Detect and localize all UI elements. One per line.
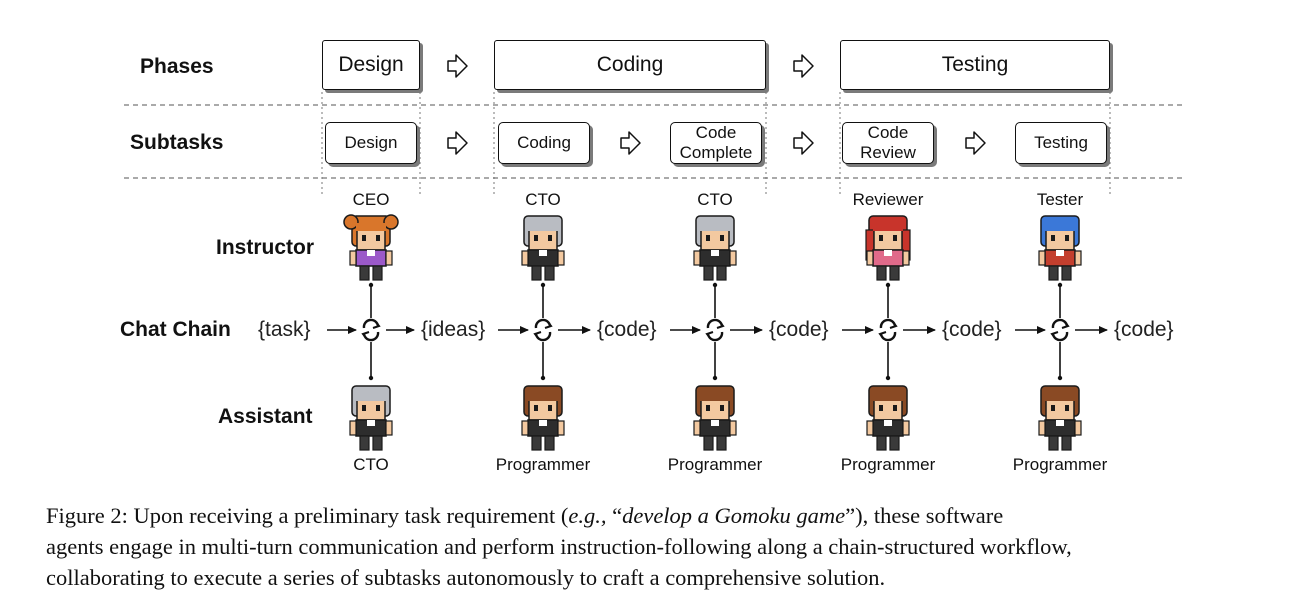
instructor-role-cto: CTO: [697, 190, 733, 209]
chain-token-code: {code}: [769, 318, 829, 341]
subtask-label-line2: Review: [860, 143, 916, 162]
chain-token-code: {code}: [1114, 318, 1174, 341]
chain-token-task: {task}: [258, 318, 311, 341]
outlined-right-arrow-icon: [447, 131, 468, 155]
caption-line-1: Figure 2: Upon receiving a preliminary t…: [46, 503, 1004, 528]
subtask-box-testing: Testing: [1015, 122, 1107, 164]
chat-loop-icon: [1050, 318, 1070, 342]
chat-loop-icon: [878, 318, 898, 342]
assistant-role-programmer: Programmer: [1012, 455, 1108, 474]
subtask-label: Testing: [1034, 133, 1088, 152]
figure-caption: Figure 2: Upon receiving a preliminary t…: [46, 500, 1258, 593]
assistant-programmer-icon: [866, 385, 910, 451]
assistant-programmer-icon: [521, 385, 565, 451]
connector-dot: [1057, 375, 1063, 381]
outlined-right-arrow-icon: [447, 54, 468, 78]
phase-label: Design: [338, 53, 404, 76]
instructor-role-reviewer: Reviewer: [852, 190, 924, 209]
assistant-role-programmer: Programmer: [667, 455, 763, 474]
connector-dot: [885, 375, 891, 381]
subtasks-row-label: Subtasks: [130, 131, 224, 154]
chain-token-ideas: {ideas}: [421, 318, 486, 341]
connector-dot: [368, 282, 374, 288]
phase-label: Testing: [941, 53, 1009, 76]
instructor-cto-icon: [693, 215, 737, 281]
instructor-row-label: Instructor: [216, 236, 315, 259]
instructor-reviewer-icon: [865, 215, 911, 281]
caption-line-2: agents engage in multi-turn communicatio…: [46, 534, 1072, 559]
subtask-label-line1: Code: [695, 123, 737, 142]
subtask-label: Design: [344, 133, 398, 152]
phase-box-coding: Coding: [494, 40, 766, 90]
instructor-role-cto: CTO: [525, 190, 561, 209]
subtask-label: Coding: [517, 133, 571, 152]
connector-dot: [885, 282, 891, 288]
instructor-role-ceo: CEO: [352, 190, 390, 209]
connector-dot: [368, 375, 374, 381]
connector-dot: [540, 375, 546, 381]
instructor-ceo-icon: [343, 214, 399, 281]
chain-token-code: {code}: [942, 318, 1002, 341]
chat-loop-icon: [705, 318, 725, 342]
assistant-cto-icon: [349, 385, 393, 451]
outlined-right-arrow-icon: [620, 131, 641, 155]
subtask-label-line1: Code: [867, 123, 909, 142]
instructor-cto-icon: [521, 215, 565, 281]
assistant-role-programmer: Programmer: [840, 455, 936, 474]
chain-token-code: {code}: [597, 318, 657, 341]
instructor-tester-icon: [1038, 215, 1082, 281]
chat-chain-row-label: Chat Chain: [120, 318, 231, 341]
phase-box-design: Design: [322, 40, 420, 90]
chat-loop-icon: [361, 318, 381, 342]
assistant-row-label: Assistant: [218, 405, 313, 428]
connector-dot: [712, 282, 718, 288]
caption-line-3: collaborating to execute a series of sub…: [46, 565, 886, 590]
phases-row-label: Phases: [140, 55, 214, 78]
subtask-box-code-review: Code Review: [842, 122, 934, 164]
assistant-role-cto: CTO: [353, 455, 389, 474]
phase-label: Coding: [596, 53, 664, 76]
chat-loop-icon: [533, 318, 553, 342]
outlined-right-arrow-icon: [965, 131, 986, 155]
assistant-role-programmer: Programmer: [495, 455, 591, 474]
subtask-box-coding: Coding: [498, 122, 590, 164]
outlined-right-arrow-icon: [793, 54, 814, 78]
assistant-programmer-icon: [693, 385, 737, 451]
connector-dot: [712, 375, 718, 381]
phase-box-testing: Testing: [840, 40, 1110, 90]
instructor-role-tester: Tester: [1036, 190, 1084, 209]
connector-dot: [1057, 282, 1063, 288]
subtask-box-design: Design: [325, 122, 417, 164]
assistant-programmer-icon: [1038, 385, 1082, 451]
outlined-right-arrow-icon: [793, 131, 814, 155]
subtask-label-line2: Complete: [679, 143, 753, 162]
connector-dot: [540, 282, 546, 288]
subtask-box-code-complete: Code Complete: [670, 122, 762, 164]
